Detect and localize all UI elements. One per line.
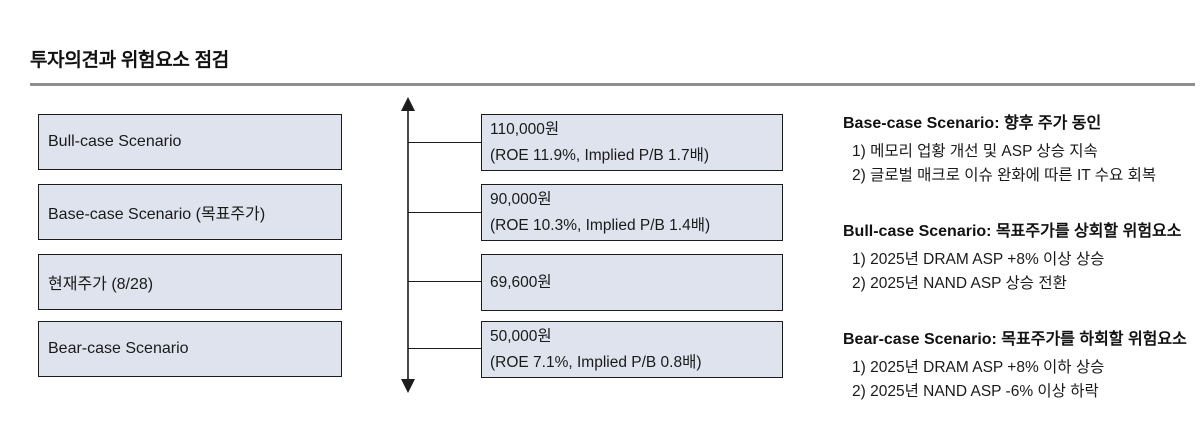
connector-line (408, 281, 481, 282)
scenario-box-label: Bear-case Scenario (48, 340, 189, 357)
value-box-base: 90,000원 (ROE 10.3%, Implied P/B 1.4배) (481, 184, 783, 241)
scenario-box-label: 현재주가 (8/28) (48, 276, 154, 293)
note-bear-case: Bear-case Scenario: 목표주가를 하회할 위험요소 1) 20… (843, 329, 1199, 404)
note-item: 1) 메모리 업황 개선 및 ASP 상승 지속 (852, 143, 1098, 160)
note-item: 1) 2025년 DRAM ASP +8% 이하 상승 (852, 359, 1105, 376)
scenario-box-base: Base-case Scenario (목표주가) (38, 184, 342, 240)
connector-line (408, 348, 481, 349)
price-value: 90,000원 (490, 190, 552, 208)
double-arrow-icon (401, 97, 415, 393)
price-detail: (ROE 7.1%, Implied P/B 0.8배) (490, 353, 702, 371)
note-bull-case: Bull-case Scenario: 목표주가를 상회할 위험요소 1) 20… (843, 221, 1199, 296)
figure-title: 투자의견과 위험요소 점검 (30, 50, 229, 71)
price-range-arrow (395, 97, 421, 393)
note-item: 2) 2025년 NAND ASP 상승 전환 (852, 275, 1067, 292)
price-value: 110,000원 (490, 120, 560, 138)
note-item: 1) 2025년 DRAM ASP +8% 이상 상승 (852, 251, 1105, 268)
price-value: 69,600원 (490, 273, 552, 291)
note-item: 2) 2025년 NAND ASP -6% 이상 하락 (852, 383, 1099, 400)
note-heading: Base-case Scenario: 향후 주가 동인 (843, 115, 1102, 132)
scenario-box-label: Base-case Scenario (목표주가) (48, 206, 266, 223)
title-underline (30, 83, 1195, 86)
price-detail: (ROE 11.9%, Implied P/B 1.7배) (490, 146, 709, 164)
scenario-box-bull: Bull-case Scenario (38, 114, 342, 170)
note-heading: Bull-case Scenario: 목표주가를 상회할 위험요소 (843, 223, 1182, 240)
scenario-box-label: Bull-case Scenario (48, 133, 182, 150)
note-item: 2) 글로벌 매크로 이슈 완화에 따른 IT 수요 회복 (852, 167, 1157, 184)
connector-line (408, 212, 481, 213)
price-value: 50,000원 (490, 327, 552, 345)
value-box-bull: 110,000원 (ROE 11.9%, Implied P/B 1.7배) (481, 114, 783, 171)
note-heading: Bear-case Scenario: 목표주가를 하회할 위험요소 (843, 331, 1187, 348)
scenario-box-bear: Bear-case Scenario (38, 321, 342, 377)
value-box-bear: 50,000원 (ROE 7.1%, Implied P/B 0.8배) (481, 321, 783, 378)
price-detail: (ROE 10.3%, Implied P/B 1.4배) (490, 216, 711, 234)
note-base-case: Base-case Scenario: 향후 주가 동인 1) 메모리 업황 개… (843, 113, 1199, 188)
scenario-box-current-price: 현재주가 (8/28) (38, 254, 342, 310)
value-box-current-price: 69,600원 (481, 254, 783, 311)
connector-line (408, 142, 481, 143)
